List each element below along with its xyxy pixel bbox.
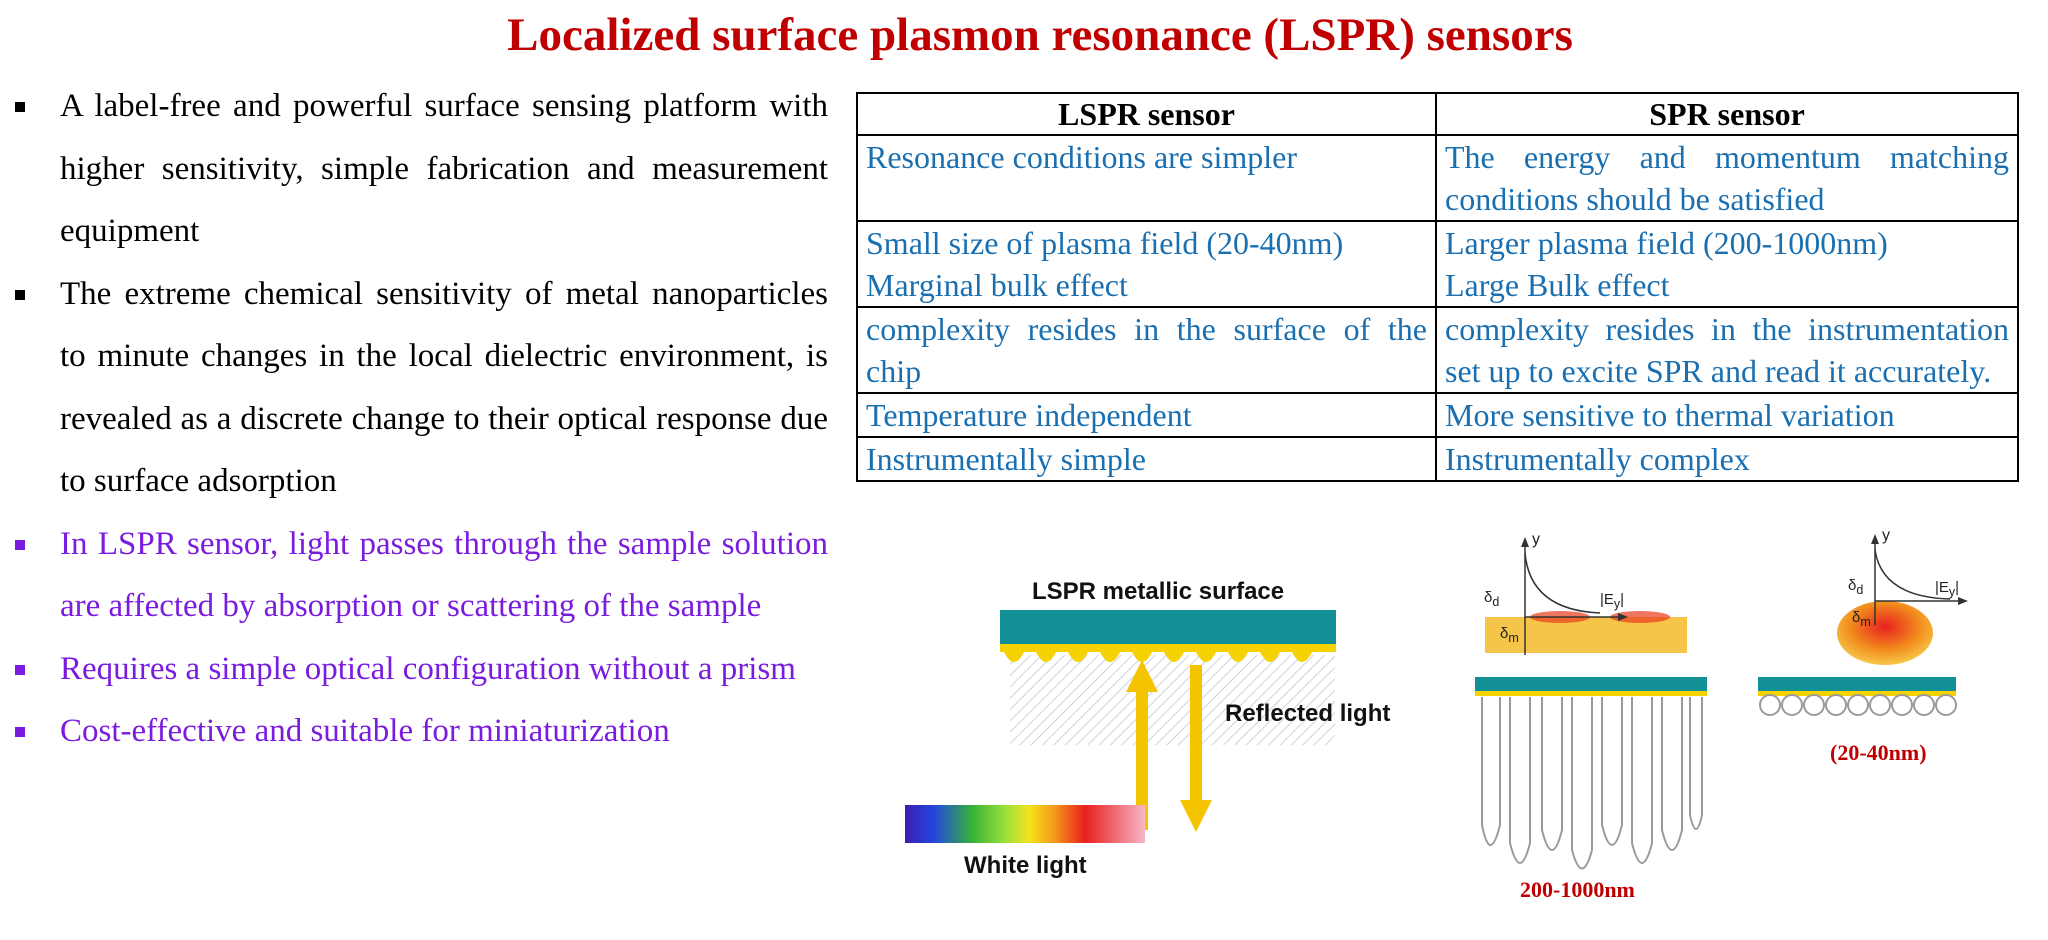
lspr-field-label: |Ey|: [1935, 579, 1960, 599]
table-cell: complexity resides in the instrumentatio…: [1435, 306, 2019, 394]
bullet-square-icon: [15, 727, 25, 737]
bullet-text: The extreme chemical sensitivity of meta…: [60, 275, 828, 500]
table-row: Temperature independent More sensitive t…: [856, 392, 2019, 438]
lspr-decay-curve: [1874, 549, 1951, 600]
delta-glyph: δ: [1852, 609, 1861, 626]
bullet-item: In LSPR sensor, light passes through the…: [12, 513, 828, 638]
table-row: Resonance conditions are simpler The ene…: [856, 134, 2019, 222]
field-svg: [1475, 534, 1968, 870]
spr-field-label: |Ey|: [1600, 591, 1625, 611]
spr-field-loops: [1481, 697, 1703, 870]
lspr-range-label: (20-40nm): [1830, 740, 1927, 765]
bullet-item: The extreme chemical sensitivity of meta…: [12, 263, 828, 513]
comparison-table: LSPR sensor SPR sensor Resonance conditi…: [856, 92, 2019, 482]
lspr-field-blob: [1837, 601, 1933, 665]
table-cell: Instrumentally simple: [856, 436, 1437, 482]
table-row: Small size of plasma field (20-40nm) Mar…: [856, 220, 2019, 308]
table-row: Instrumentally simple Instrumentally com…: [856, 436, 2019, 482]
reflected-label: Reflected light: [1225, 700, 1391, 727]
table-cell: Resonance conditions are simpler: [856, 134, 1437, 222]
table-row: complexity resides in the surface of the…: [856, 306, 2019, 394]
white-light-label: White light: [964, 852, 1087, 879]
delta-glyph: δ: [1484, 589, 1493, 606]
spr-delta-d: δd: [1484, 589, 1499, 609]
bullet-square-icon: [15, 289, 25, 300]
spr-decay-curve: [1524, 552, 1601, 614]
bullet-item: A label-free and powerful surface sensin…: [12, 75, 828, 263]
reflected-arrow: [1180, 665, 1212, 832]
field-glyph: |E: [1600, 591, 1614, 608]
bullet-square-icon: [15, 539, 25, 550]
field-sub: y: [1613, 597, 1621, 611]
gold-layer: [1000, 644, 1336, 652]
field-glyph: |E: [1935, 579, 1949, 596]
table-header-row: LSPR sensor SPR sensor: [856, 92, 2019, 136]
bullet-square-icon: [15, 664, 25, 675]
incident-arrow: [1126, 660, 1158, 830]
lspr-reflection-diagram: LSPR metallic surface Reflected light Wh…: [900, 570, 1390, 890]
spr-delta-m: δm: [1500, 625, 1519, 645]
header-lspr: LSPR sensor: [856, 92, 1437, 136]
glass-substrate: [1010, 655, 1335, 745]
delta-glyph: δ: [1500, 625, 1509, 642]
lspr-delta-m: δm: [1852, 609, 1871, 629]
delta-sub: m: [1860, 615, 1871, 629]
lspr-reflection-svg: [905, 610, 1336, 843]
bullet-list: A label-free and powerful surface sensin…: [12, 75, 828, 763]
bullet-item: Cost-effective and suitable for miniatur…: [12, 700, 828, 763]
header-spr: SPR sensor: [1435, 92, 2019, 136]
page-title: Localized surface plasmon resonance (LSP…: [507, 9, 1573, 61]
bullet-square-icon: [15, 102, 25, 112]
bullet-text: In LSPR sensor, light passes through the…: [60, 525, 828, 625]
field-sub: y: [1948, 585, 1956, 599]
bullet-item: Requires a simple optical configuration …: [12, 638, 828, 701]
bullet-text: A label-free and powerful surface sensin…: [60, 88, 828, 249]
table-cell: complexity resides in the surface of the…: [856, 306, 1437, 394]
delta-glyph: δ: [1848, 577, 1857, 594]
table-cell: Temperature independent: [856, 392, 1437, 438]
spr-axis-y-label: y: [1532, 531, 1540, 548]
table-cell: More sensitive to thermal variation: [1435, 392, 2019, 438]
table-cell: Small size of plasma field (20-40nm) Mar…: [856, 220, 1437, 308]
table-cell: Instrumentally complex: [1435, 436, 2019, 482]
delta-sub: d: [1492, 595, 1500, 609]
lspr-axis-y-label: y: [1882, 527, 1890, 544]
lspr-delta-d: δd: [1848, 577, 1863, 597]
surface-label: LSPR metallic surface: [1032, 578, 1285, 605]
table-cell: The energy and momentum matching conditi…: [1435, 134, 2019, 222]
metal-layer: [1000, 610, 1336, 644]
bullet-text: Requires a simple optical configuration …: [60, 650, 796, 687]
white-light-spectrum: [905, 805, 1145, 843]
delta-sub: d: [1856, 583, 1864, 597]
table-cell: Larger plasma field (200-1000nm) Large B…: [1435, 220, 2019, 308]
spr-lspr-field-diagram: y δd δm |Ey| y δd δm |Ey| 200-1000nm (20…: [1470, 525, 2030, 915]
spr-range-label: 200-1000nm: [1520, 877, 1635, 902]
lspr-nanoparticles: [1759, 694, 1957, 716]
spr-field-band: [1485, 617, 1687, 653]
bullet-text: Cost-effective and suitable for miniatur…: [60, 713, 670, 749]
nano-bumps: [1004, 652, 1312, 662]
delta-sub: m: [1508, 631, 1519, 645]
